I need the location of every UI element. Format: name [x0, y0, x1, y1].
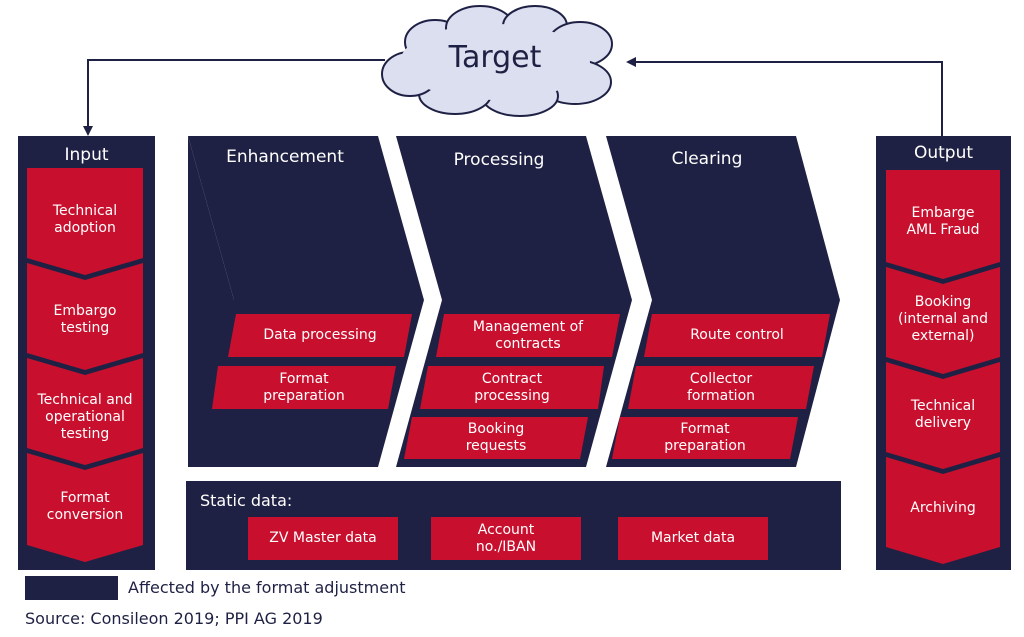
- legend-swatch: [25, 576, 118, 600]
- enh-item-1: [228, 314, 412, 357]
- clr-item-1-label: Route control: [690, 327, 784, 343]
- input-item-2: Embargo testing: [53, 303, 117, 336]
- arrowhead-target: [626, 57, 636, 67]
- input-step-2: [27, 263, 143, 370]
- output-item-2: Booking (internal and external): [898, 293, 988, 344]
- static-item-1: [248, 517, 398, 560]
- output-item-1: Embarge AML Fraud: [906, 205, 980, 238]
- input-step-4: [27, 453, 143, 562]
- proc-item-2: [420, 366, 604, 409]
- clr-item-3-label: Format preparation: [664, 421, 746, 454]
- stage-title-processing: Processing: [453, 150, 545, 170]
- static-item-3-label: Market data: [650, 530, 736, 546]
- static-item-3: [618, 517, 768, 560]
- legend-label: Affected by the format adjustment: [128, 578, 406, 597]
- static-item-2-label: Account no./IBAN: [475, 521, 537, 555]
- static-data-title: Static data:: [200, 491, 293, 510]
- target-cloud-fill: [400, 24, 590, 100]
- stage-enhancement-notch: [188, 136, 234, 467]
- output-step-1: [886, 170, 1000, 279]
- stage-title-enhancement: Enhancement: [226, 147, 344, 167]
- output-step-2: [886, 267, 1000, 374]
- clr-item-2: [628, 366, 814, 409]
- enh-item-2-label: Format preparation: [263, 370, 345, 404]
- output-step-3: [886, 362, 1000, 469]
- input-item-3: Technical and operational testing: [37, 391, 133, 442]
- input-title: Input: [64, 145, 109, 165]
- input-step-3: [27, 358, 143, 465]
- proc-item-3-label: Booking requests: [465, 421, 527, 454]
- stage-title-clearing: Clearing: [671, 149, 743, 169]
- arrowhead-input: [83, 126, 93, 136]
- input-item-1: Technical adoption: [52, 203, 118, 236]
- enh-item-1-label: Data processing: [263, 327, 377, 343]
- arrow-target-to-input: [87, 59, 385, 132]
- proc-item-1-label: Management of contracts: [472, 318, 584, 352]
- arrow-output-to-target: [632, 61, 943, 136]
- output-item-3: Technical delivery: [910, 398, 976, 431]
- output-step-4: [886, 457, 1000, 564]
- input-item-4: Format conversion: [46, 490, 124, 523]
- clr-item-1: [644, 314, 830, 357]
- input-step-1: [27, 168, 143, 275]
- static-item-2: [431, 517, 581, 560]
- clr-item-2-label: Collector formation: [686, 370, 756, 404]
- static-item-1-label: ZV Master data: [269, 530, 377, 546]
- proc-item-2-label: Contract processing: [474, 370, 550, 404]
- output-item-4: Archiving: [910, 499, 976, 516]
- clr-item-3: [612, 417, 798, 459]
- proc-item-1: [436, 314, 620, 357]
- proc-item-3: [404, 417, 588, 459]
- source-note: Source: Consileon 2019; PPI AG 2019: [25, 609, 323, 628]
- output-title: Output: [913, 143, 974, 163]
- enh-item-2: [212, 366, 396, 409]
- target-label: Target: [448, 40, 542, 75]
